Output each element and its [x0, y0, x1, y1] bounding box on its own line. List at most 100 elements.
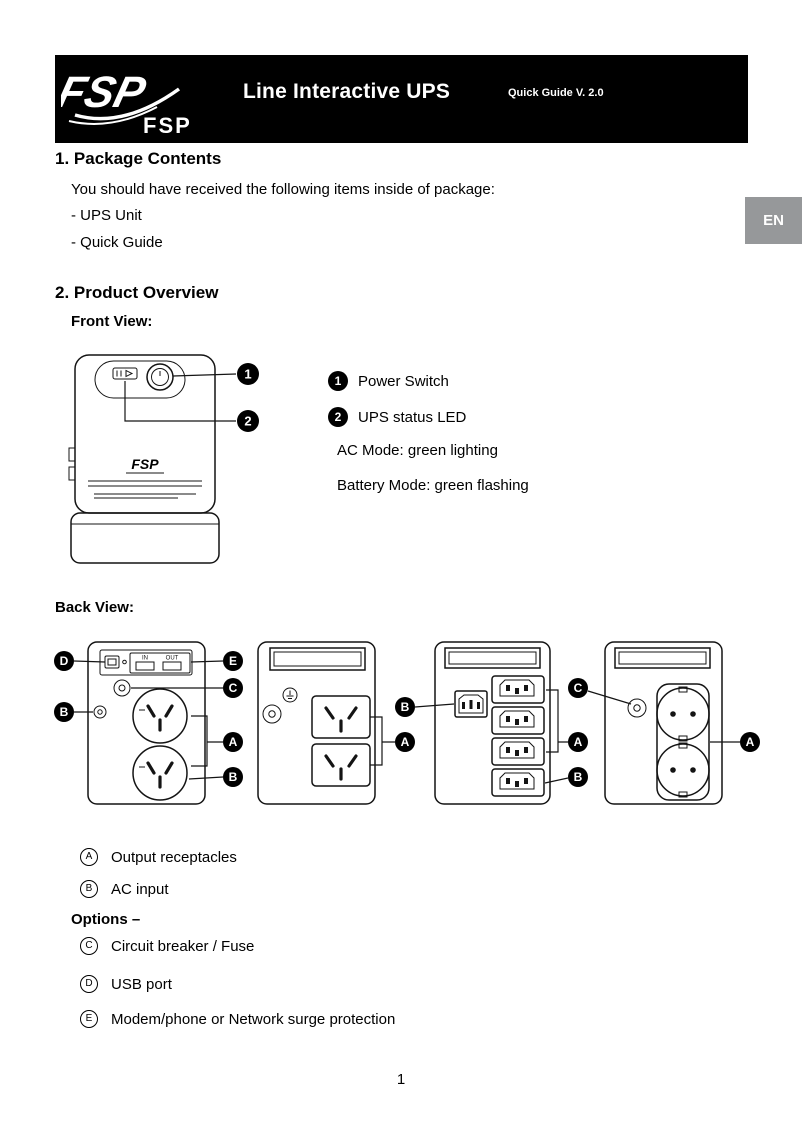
svg-text:C: C — [229, 681, 238, 695]
legend-d-text: USB port — [111, 975, 172, 993]
language-tab-label: EN — [763, 212, 784, 229]
callout-d: D — [54, 651, 106, 671]
legend-row-output: A Output receptacles — [80, 848, 237, 866]
legend-2-text: UPS status LED — [358, 408, 467, 426]
callout-b-1: B — [54, 702, 93, 722]
options-label: Options – — [71, 911, 141, 928]
universal-outlet-bottom — [311, 743, 371, 787]
svg-text:A: A — [401, 735, 410, 749]
cable-clip — [68, 466, 76, 481]
legend-a-badge: A — [80, 848, 98, 866]
status-led-icon — [112, 367, 138, 380]
svg-text:B: B — [574, 770, 583, 784]
package-item-guide: - Quick Guide — [71, 234, 163, 251]
back-view-label: Back View: — [55, 599, 134, 616]
callout-e: E — [190, 651, 243, 671]
vent-lines — [88, 480, 202, 499]
svg-text:E: E — [229, 654, 237, 668]
callout-1-badge: 1 — [244, 367, 251, 382]
legend-e-text: Modem/phone or Network surge protection — [111, 1010, 396, 1028]
schuko-outlet-top — [656, 686, 710, 742]
ups-front-device: FSP — [68, 354, 220, 564]
svg-text:A: A — [746, 735, 755, 749]
front-view-diagram: FSP 1 2 — [68, 354, 259, 564]
legend-row-modem: E Modem/phone or Network surge protectio… — [80, 1010, 395, 1028]
callout-b-4: B — [544, 767, 588, 787]
callout-b-2: B — [188, 767, 243, 787]
device-base — [70, 512, 220, 564]
back-panel-4 — [604, 641, 723, 805]
callout-c-2: C — [568, 678, 632, 705]
fsp-logo-mark: FSP — [61, 69, 181, 125]
callout-a-3: A — [546, 689, 588, 753]
package-intro: You should have received the following i… — [71, 181, 495, 198]
svg-text:FSP: FSP — [61, 69, 150, 117]
legend-1-text: Power Switch — [358, 372, 449, 390]
package-item-ups: - UPS Unit — [71, 207, 142, 224]
universal-outlet-top — [311, 695, 371, 739]
circuit-breaker-icon — [627, 698, 647, 718]
svg-text:D: D — [60, 654, 69, 668]
legend-2-badge: 2 — [328, 407, 348, 427]
legend-row-usb: D USB port — [80, 975, 172, 993]
port-in-label: IN — [142, 656, 148, 662]
svg-text:B: B — [60, 705, 69, 719]
legend-row-breaker: C Circuit breaker / Fuse — [80, 937, 254, 955]
fsp-logo-word: FSP — [143, 113, 192, 138]
ac-mode-note: AC Mode: green lighting — [337, 442, 498, 459]
front-callout-2: 2 — [124, 381, 259, 432]
front-legend-status-led: 2 UPS status LED — [328, 407, 466, 427]
legend-1-badge: 1 — [328, 371, 348, 391]
front-view-label: Front View: — [71, 313, 153, 330]
legend-row-ac-input: B AC input — [80, 880, 169, 898]
back-view-diagram: IN OUT D — [54, 641, 760, 805]
svg-text:B: B — [229, 770, 238, 784]
callout-c-1: C — [131, 678, 243, 698]
header-banner: FSP FSP Line Interactive UPS Quick Guide… — [55, 55, 748, 143]
language-tab: EN — [745, 197, 802, 244]
battery-mode-note: Battery Mode: green flashing — [337, 477, 529, 494]
back-panel-3 — [434, 641, 551, 805]
device-logo-text: FSP — [131, 456, 159, 472]
legend-c-badge: C — [80, 937, 98, 955]
circuit-breaker-icon — [262, 704, 282, 724]
legend-e-badge: E — [80, 1010, 98, 1028]
front-panel-oval — [94, 360, 186, 399]
section-2-heading: 2. Product Overview — [55, 283, 219, 302]
power-button-icon — [146, 363, 174, 391]
callout-2-badge: 2 — [244, 414, 251, 429]
iec-outlet-4 — [491, 768, 545, 797]
front-legend-power-switch: 1 Power Switch — [328, 371, 449, 391]
ac-input-connector-icon — [93, 705, 107, 719]
page-number: 1 — [396, 1071, 406, 1088]
iec-outlet-3 — [491, 737, 545, 766]
front-callout-1: 1 — [172, 363, 259, 385]
legend-b-badge: B — [80, 880, 98, 898]
legend-b-text: AC input — [111, 880, 169, 898]
callout-a-1: A — [191, 715, 243, 767]
modem-ports-icon: IN OUT — [129, 652, 191, 674]
cable-clip — [68, 447, 76, 462]
legend-a-text: Output receptacles — [111, 848, 237, 866]
svg-text:A: A — [574, 735, 583, 749]
au-outlet-top — [132, 688, 188, 744]
port-out-label: OUT — [166, 656, 179, 662]
iec-outlet-2 — [491, 706, 545, 735]
usb-port-icon — [104, 655, 120, 669]
back-panel-1: IN OUT — [87, 641, 206, 805]
svg-text:C: C — [574, 681, 583, 695]
circuit-breaker-icon — [113, 679, 131, 697]
iec-outlet-1 — [491, 675, 545, 704]
document-version: Quick Guide V. 2.0 — [508, 87, 604, 99]
ground-symbol-icon — [282, 687, 298, 703]
schuko-outlet-bottom — [656, 742, 710, 798]
callout-a-4: A — [710, 732, 760, 752]
legend-d-badge: D — [80, 975, 98, 993]
callout-a-2: A — [370, 716, 415, 766]
ac-inlet-icon — [454, 690, 488, 718]
au-outlet-bottom — [132, 745, 188, 801]
svg-text:A: A — [229, 735, 238, 749]
document-title: Line Interactive UPS — [243, 80, 451, 103]
legend-c-text: Circuit breaker / Fuse — [111, 937, 255, 955]
svg-text:B: B — [401, 700, 410, 714]
